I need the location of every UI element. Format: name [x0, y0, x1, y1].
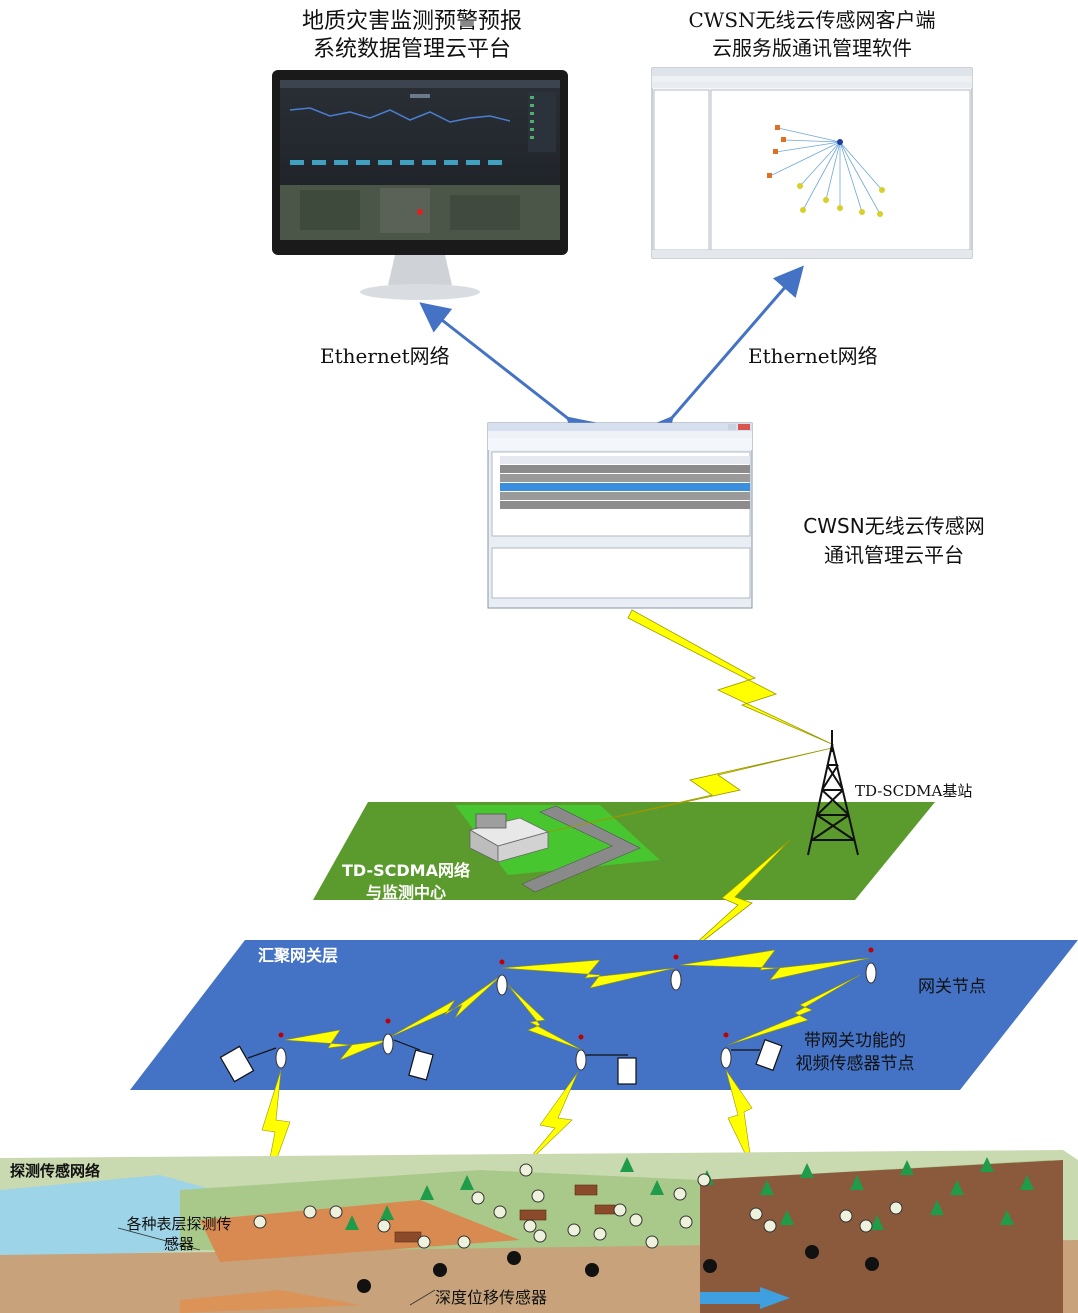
tdscdma-network-label: TD-SCDMA网络 与监测中心	[336, 860, 476, 904]
client-title: CWSN无线云传感网客户端 云服务版通讯管理软件	[652, 6, 972, 62]
monitor-title: 地质灾害监测预警预报 系统数据管理云平台	[282, 8, 542, 64]
platform-title-line2: 通讯管理云平台	[824, 543, 964, 567]
video-node-line2: 视频传感器节点	[795, 1054, 915, 1074]
gateway-layer-title: 汇聚网关层	[258, 946, 339, 965]
client-title-line1: CWSN无线云传感网客户端	[688, 8, 936, 32]
monitor-image	[272, 70, 568, 300]
deep-sensor-label: 深度位移传感器	[435, 1288, 548, 1307]
video-camera	[219, 1038, 783, 1085]
lightning-platform	[627, 609, 835, 746]
ethernet-label-right: Ethernet网络	[748, 344, 878, 368]
client-title-line2: 云服务版通讯管理软件	[712, 36, 912, 60]
platform-title: CWSN无线云传感网 通讯管理云平台	[784, 512, 1004, 570]
gateway-nodes-label: 网关节点	[918, 977, 986, 997]
ethernet-arrow-left	[419, 302, 599, 447]
lightning-station-building	[547, 747, 833, 833]
surface-sensor	[253, 1163, 903, 1249]
terrain-block	[0, 1150, 1078, 1313]
road	[521, 805, 641, 893]
client-software-image	[651, 67, 973, 259]
base-station-label: TD-SCDMA基站	[855, 782, 973, 800]
surface-sensor-label: 各种表层探测传 感器	[104, 1214, 254, 1254]
platform-title-line1: CWSN无线云传感网	[803, 514, 985, 538]
deep-sensor	[357, 1245, 879, 1293]
gateway-links	[284, 949, 871, 1061]
antenna	[278, 947, 874, 1040]
gateway-plane	[130, 940, 1078, 1090]
gateway-node	[275, 962, 877, 1071]
ethernet-arrow-right	[642, 265, 804, 448]
video-node-line1: 带网关功能的	[804, 1031, 906, 1051]
base-station-tower	[807, 730, 859, 856]
building	[468, 813, 550, 863]
platform-window-image	[487, 422, 753, 609]
monitor-title-line1: 地质灾害监测预警预报	[301, 9, 522, 34]
sensing-network-title: 探测传感网络	[10, 1162, 101, 1180]
surface-sensor-line1: 各种表层探测传	[126, 1215, 232, 1233]
tdscdma-network-line2: 与监测中心	[365, 883, 446, 902]
surface-sensor-line2: 感器	[163, 1235, 194, 1253]
monitor-title-line2: 系统数据管理云平台	[312, 37, 511, 62]
ethernet-label-left: Ethernet网络	[320, 344, 450, 368]
tdscdma-network-line1: TD-SCDMA网络	[342, 861, 470, 880]
video-node-label: 带网关功能的 视频传感器节点	[780, 1030, 930, 1076]
trees	[345, 1157, 1034, 1230]
